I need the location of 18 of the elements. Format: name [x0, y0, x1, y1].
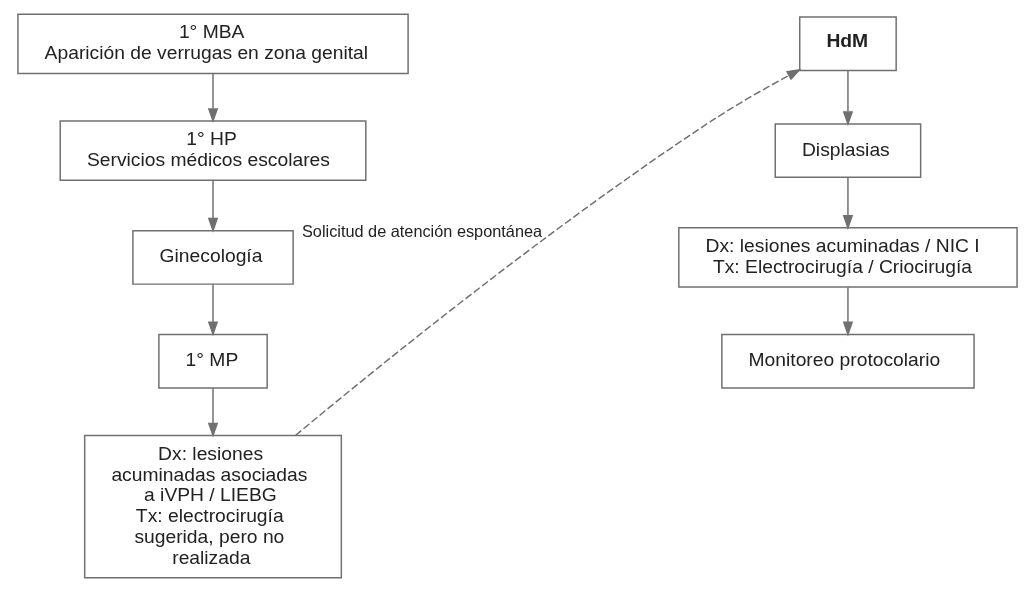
node-box: Ginecología — [131, 230, 294, 285]
arrow — [207, 179, 218, 233]
node-box: 1° HP Servicios médicos escolares — [58, 120, 367, 182]
node-box: Monitoreo protocolario — [720, 333, 975, 389]
node-box: Dx: lesiones acuminadas / NIC I Tx: Electrocirugía / Criocirugía — [677, 227, 1018, 288]
node-box: Displasias — [774, 123, 921, 179]
node-box: HdM — [798, 16, 897, 72]
node-box: Dx: lesiones acuminadas asociadas a iVPH / LIEBG Tx: electrocirugía sugerida, pero no realizada — [83, 434, 342, 579]
arrow — [842, 286, 853, 337]
arrow — [842, 70, 853, 126]
arrow — [294, 68, 801, 436]
arrow — [207, 283, 218, 337]
node-box: 1° MBA Aparición de verrugas en zona genital — [16, 13, 409, 75]
arrow — [842, 177, 853, 230]
edge-label: Solicitud de atención espontánea — [301, 222, 542, 241]
arrow — [207, 72, 218, 124]
node-box: 1° MP — [157, 333, 268, 389]
arrow — [207, 387, 218, 438]
